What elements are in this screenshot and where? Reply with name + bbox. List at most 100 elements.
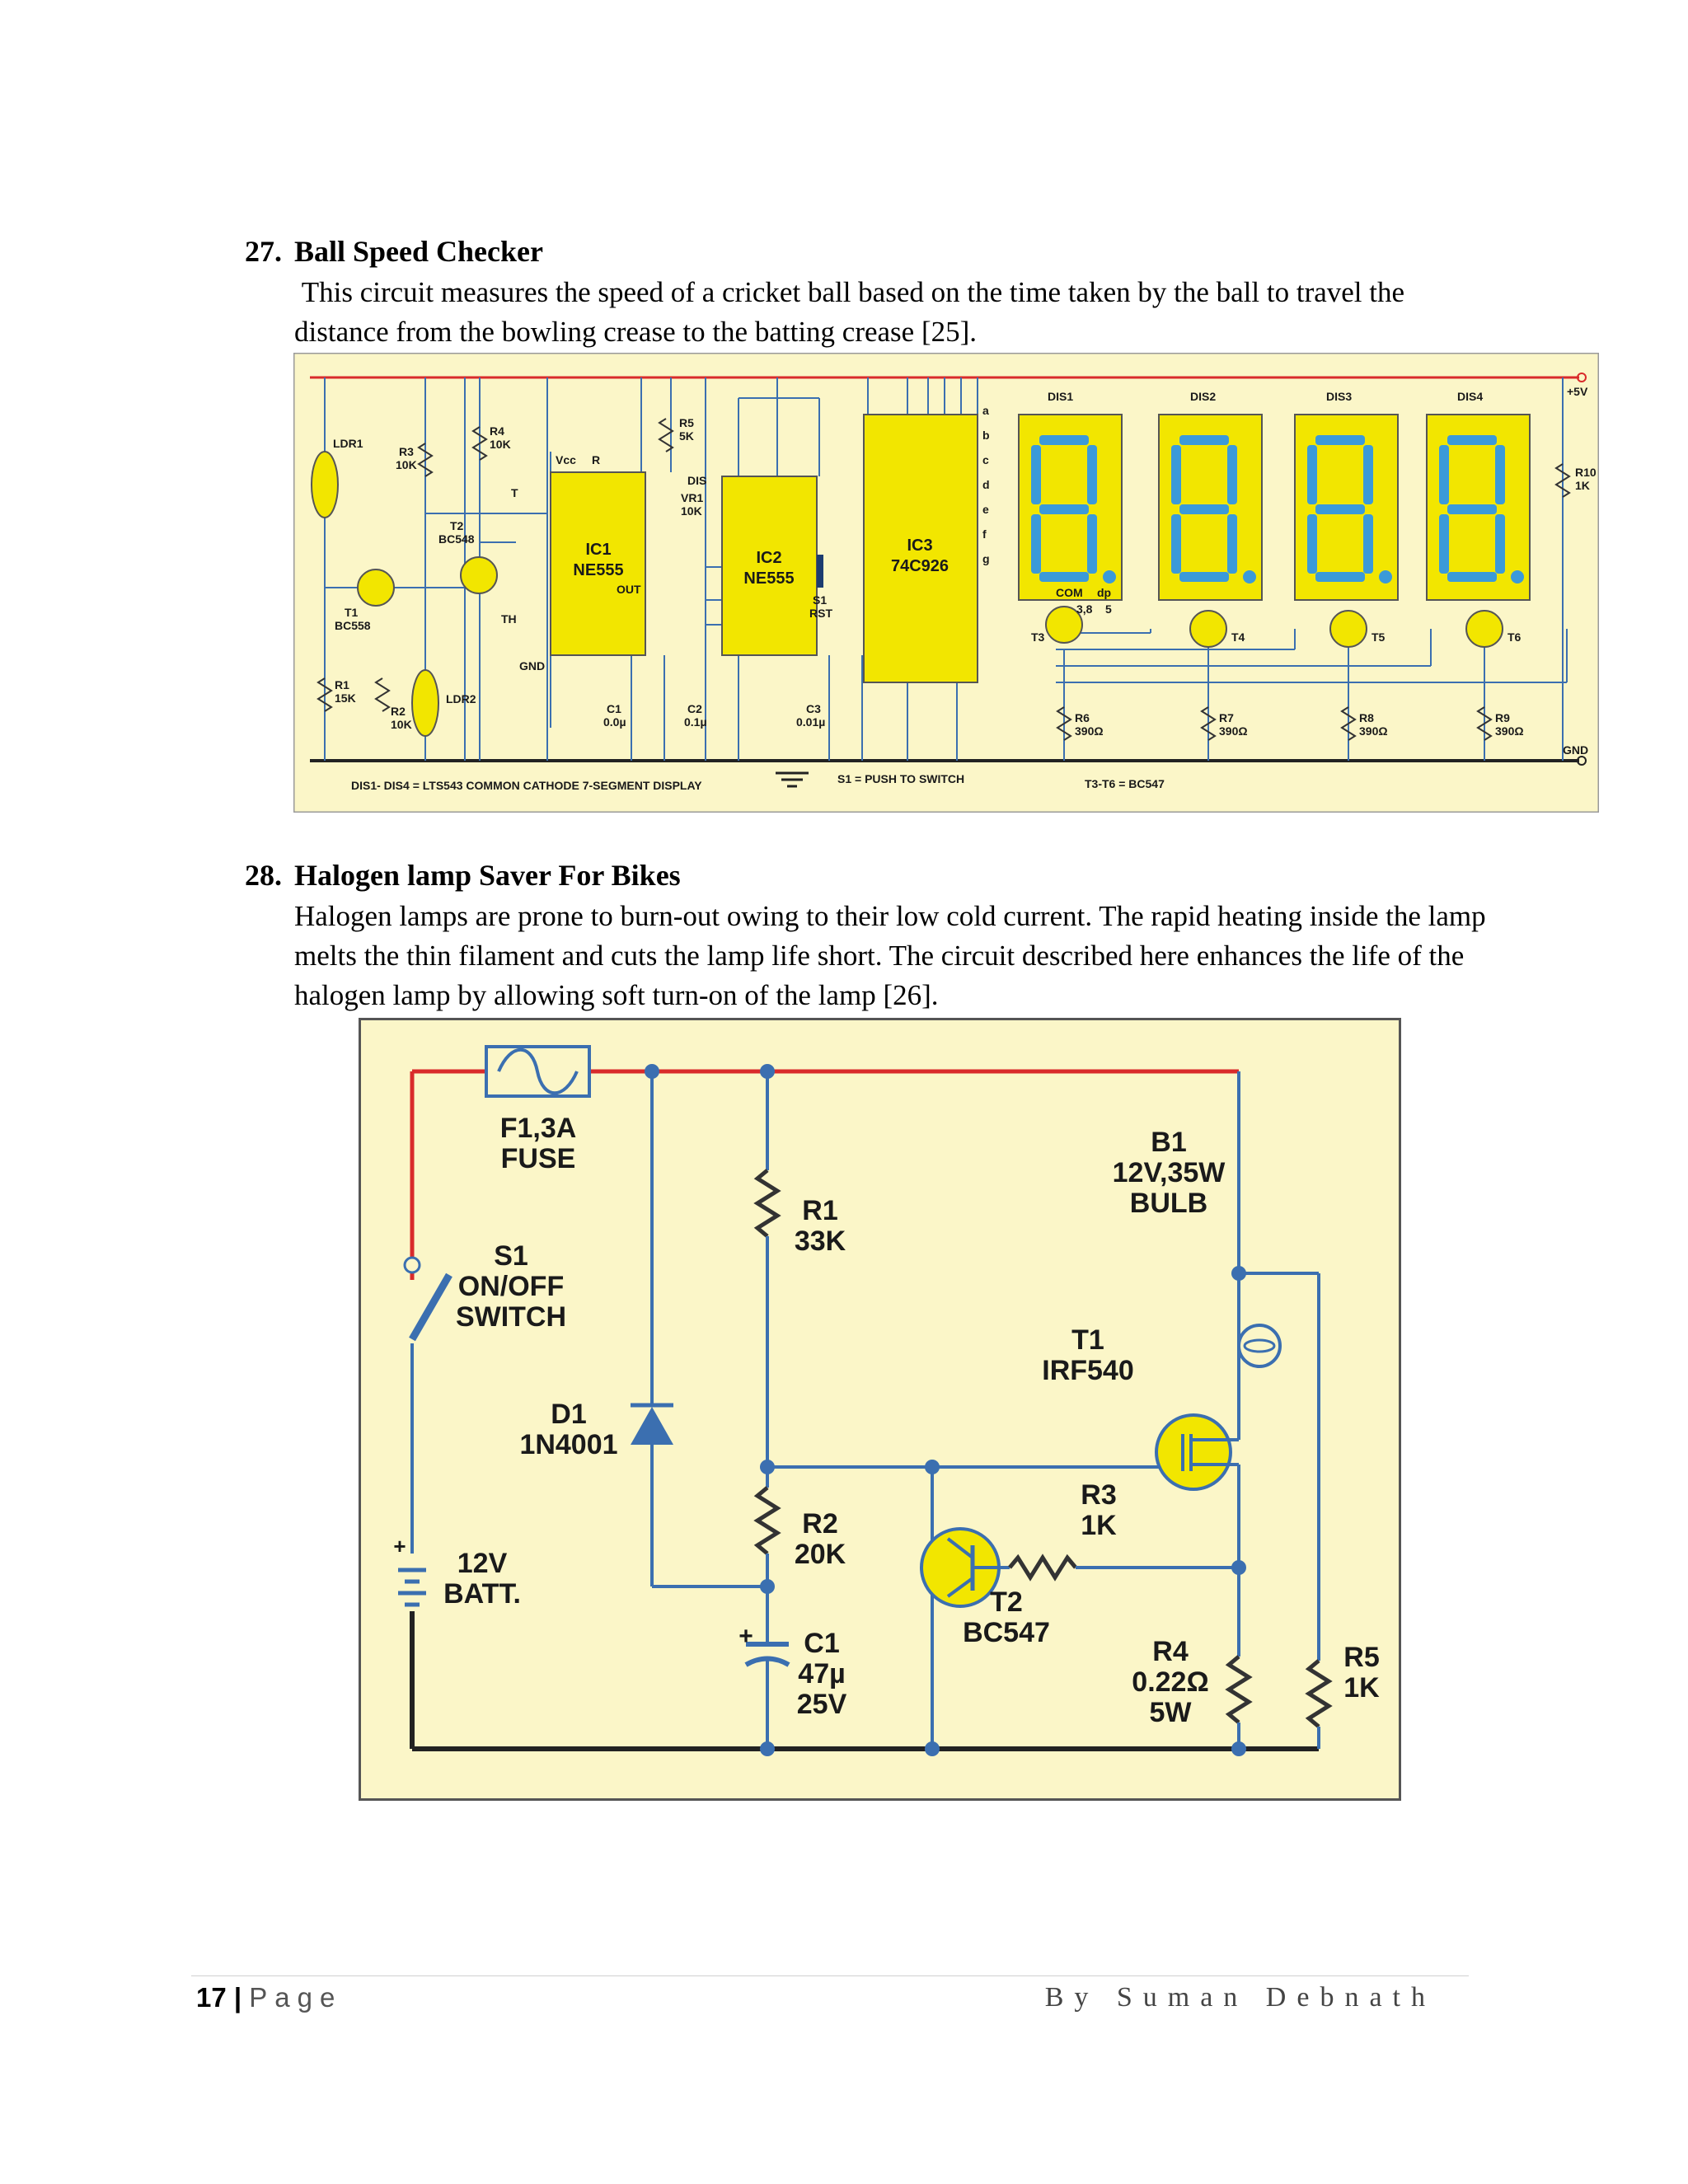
ic2-label: IC2	[756, 549, 781, 567]
switch-label: S1	[494, 1240, 528, 1272]
out-label: OUT	[617, 583, 641, 596]
section-27-title: Ball Speed Checker	[294, 235, 543, 268]
footer-divider	[191, 1975, 1469, 1976]
t1-label: T1	[1071, 1324, 1104, 1356]
th-pin-label: TH	[501, 612, 517, 626]
c3-label: C3	[806, 702, 821, 715]
c1-label: C1	[804, 1628, 839, 1659]
section-28-text: Halogen lamps are prone to burn-out owin…	[294, 900, 1486, 1011]
batt-label: 12V	[457, 1548, 508, 1579]
section-28-heading: 28.Halogen lamp Saver For Bikes	[245, 858, 681, 893]
section-27-number: 27.	[245, 235, 282, 268]
dis-label: DIS	[687, 474, 706, 487]
r-pin-label: R	[592, 453, 600, 466]
t2-label: T2	[450, 519, 464, 532]
seg-f-label: f	[982, 527, 987, 541]
r9-value: 390Ω	[1495, 724, 1524, 738]
transistor-note: T3-T6 = BC547	[1085, 777, 1165, 790]
dis3-label: DIS3	[1326, 390, 1352, 403]
r2-label: R2	[391, 705, 406, 718]
bulb-label-2: BULB	[1130, 1188, 1207, 1219]
dis2-label: DIS2	[1190, 390, 1216, 403]
seg-a-label: a	[982, 404, 989, 417]
t1-value: BC558	[335, 619, 371, 632]
pin38-label: 3,8	[1076, 602, 1093, 616]
ic1-label: IC1	[585, 541, 611, 559]
vcc-label: Vcc	[556, 453, 576, 466]
section-27-text: This circuit measures the speed of a cri…	[294, 276, 1412, 348]
c3-value: 0.01µ	[796, 715, 825, 729]
c2-label: C2	[687, 702, 702, 715]
page-label: Page	[249, 1982, 343, 2013]
r7-label: R7	[1219, 711, 1234, 724]
c1-plus-sign: +	[738, 1623, 753, 1650]
ldr1-label: LDR1	[333, 437, 363, 450]
vr1-value: 10K	[681, 504, 702, 518]
seg-c-label: c	[982, 453, 989, 466]
r8-value: 390Ω	[1359, 724, 1388, 738]
c1-value: 0.0µ	[603, 715, 626, 729]
d1-label: D1	[551, 1399, 586, 1430]
r10-label: R10	[1575, 466, 1597, 479]
fuse-label: F1,3A	[500, 1113, 577, 1144]
ic1-value: NE555	[573, 561, 623, 579]
r2-value: 20K	[795, 1539, 846, 1570]
t3-label: T3	[1031, 630, 1045, 644]
t2-value: BC547	[963, 1617, 1050, 1648]
pin5-label: 5	[1105, 602, 1112, 616]
r5-value: 1K	[1343, 1672, 1380, 1704]
r1-value: 33K	[795, 1226, 846, 1257]
plus5v-label: +5V	[1567, 385, 1588, 398]
display-note: DIS1- DIS4 = LTS543 COMMON CATHODE 7-SEG…	[351, 779, 702, 792]
seg-g-label: g	[982, 552, 990, 565]
r1-label: R1	[802, 1195, 837, 1226]
batt-plus-sign: +	[393, 1534, 406, 1558]
r4-label: R4	[490, 424, 504, 438]
r3-label: R3	[1081, 1479, 1116, 1511]
r5-label: R5	[1343, 1642, 1379, 1673]
t-pin-label: T	[511, 486, 518, 499]
r4-value: 10K	[490, 438, 511, 451]
rst-label: RST	[809, 607, 832, 620]
r6-label: R6	[1075, 711, 1090, 724]
seg-d-label: d	[982, 478, 990, 491]
r2-label: R2	[802, 1508, 837, 1540]
r7-value: 390Ω	[1219, 724, 1248, 738]
ldr2-label: LDR2	[446, 692, 476, 705]
footer-author: By Suman Debnath	[1044, 1982, 1436, 2013]
ic2-value: NE555	[743, 569, 794, 588]
t1-value: IRF540	[1042, 1355, 1134, 1386]
page-separator: |	[226, 1982, 250, 2013]
seg-b-label: b	[982, 429, 990, 442]
section-27-heading: 27. Ball Speed Checker	[245, 234, 543, 269]
r4-value: 0.22Ω	[1132, 1666, 1208, 1698]
t1-label: T1	[345, 606, 359, 619]
t6-label: T6	[1507, 630, 1522, 644]
t2-label: T2	[990, 1586, 1023, 1618]
gnd1-label: GND	[519, 659, 545, 673]
t2-value: BC548	[438, 532, 475, 546]
c2-value: 0.1µ	[684, 715, 707, 729]
r5-label: R5	[679, 416, 694, 429]
r8-label: R8	[1359, 711, 1374, 724]
c1-value: 47µ	[798, 1658, 845, 1690]
r4-label: R4	[1152, 1636, 1189, 1667]
r5-value: 5K	[679, 429, 694, 443]
seg-e-label: e	[982, 503, 989, 516]
r1-value: 15K	[335, 691, 356, 705]
footer-page: 17 | Page	[196, 1982, 342, 2013]
dp-label: dp	[1097, 586, 1111, 599]
bulb-value: 12V,35W	[1113, 1157, 1226, 1188]
ic3-label: IC3	[907, 537, 932, 555]
r9-label: R9	[1495, 711, 1510, 724]
fuse-label-2: FUSE	[501, 1143, 576, 1174]
r2-value: 10K	[391, 718, 412, 731]
r4-power: 5W	[1150, 1697, 1193, 1728]
ic3-value: 74C926	[891, 557, 949, 575]
r3-value: 1K	[1081, 1510, 1117, 1541]
page-number: 17	[196, 1982, 227, 2013]
section-28-number: 28.	[245, 859, 282, 892]
r3-value: 10K	[396, 458, 417, 471]
switch-note: S1 = PUSH TO SWITCH	[837, 772, 964, 785]
s1-label: S1	[813, 593, 827, 607]
